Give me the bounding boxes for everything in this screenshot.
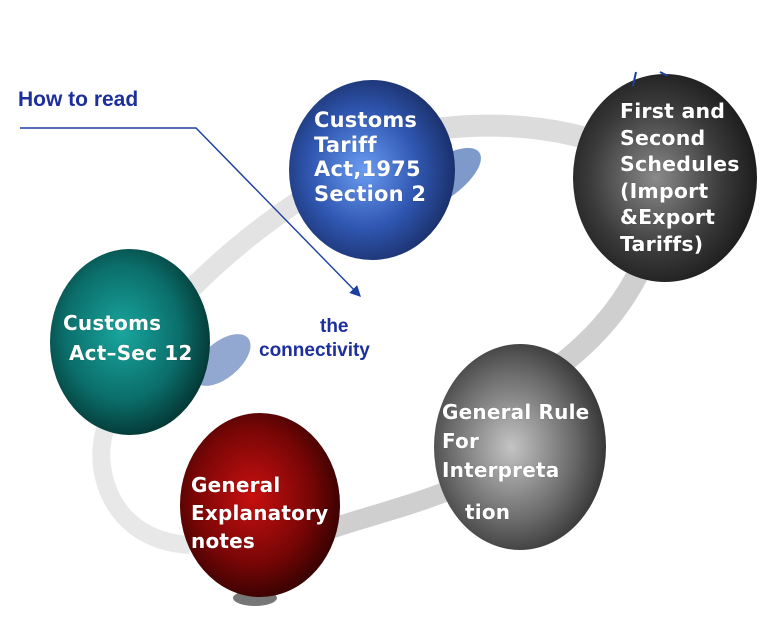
center-text-line1: the — [320, 316, 349, 337]
center-text-line2: connectivity — [259, 340, 370, 361]
pointer-arrow — [20, 127, 361, 298]
decorative-mark — [632, 71, 669, 87]
node-explanatory-notes — [180, 413, 340, 597]
node-label-customs-act-line2: Act–Sec 12 — [69, 341, 193, 365]
node-label-explanatory-notes: General Explanatory notes — [191, 473, 329, 553]
node-customs-tariff-act — [289, 80, 455, 260]
node-label-general-rules-tail: tion — [465, 500, 511, 524]
node-label-customs-act-line1: Customs — [63, 311, 162, 335]
diagram-title: How to read — [18, 88, 139, 111]
node-label-general-rules: General Rule For Interpreta — [442, 400, 590, 482]
node-label-schedules: First and Second Schedules (Import &Expo… — [620, 99, 740, 256]
shadow-ellipse — [193, 334, 251, 386]
node-general-rules — [434, 344, 606, 550]
node-customs-act — [50, 249, 210, 435]
node-label-customs-tariff-act: Customs Tariff Act,1975 Section 2 — [314, 108, 427, 206]
node-schedules — [573, 74, 757, 282]
